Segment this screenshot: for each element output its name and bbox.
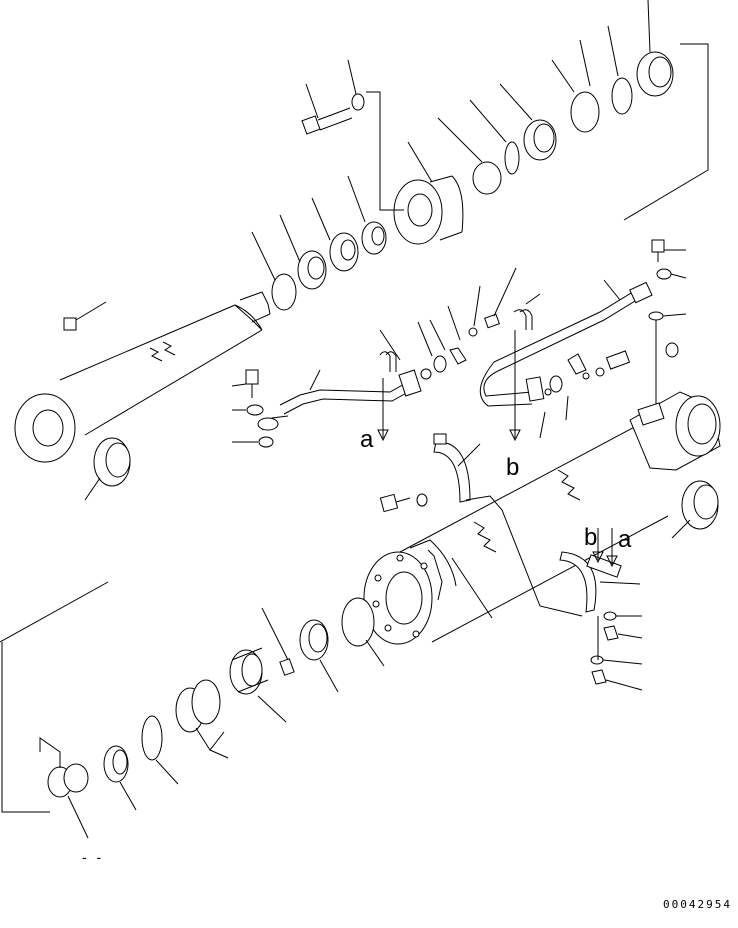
hose-tube-b [479,279,653,442]
callout-b-upper: b [506,454,520,481]
fitting-set-left [231,369,274,448]
pipe-support-plates [417,267,541,380]
clamp-bands [379,433,643,691]
callout-a-lower: a [618,526,632,553]
tube-clamp-a [377,329,401,442]
rod-eye-bushing [84,437,131,501]
callout-b-lower: b [584,524,598,551]
rod-seals [251,175,387,311]
head-bolt-and-washer [301,59,404,211]
piston-rod [14,291,271,463]
document-number: 00042954 [663,898,732,911]
hose-tube-a [257,369,422,431]
callout-a-upper: a [360,426,374,453]
fitting-set-right [567,239,687,416]
cylinder-head [393,141,464,245]
dash-mark: - - [82,849,105,865]
head-rings-and-dust-seal [437,0,709,221]
clevis-bushing [671,480,719,539]
lower-seal-group [0,581,385,839]
cylinder-tube [363,391,721,645]
grease-fitting [63,301,107,331]
